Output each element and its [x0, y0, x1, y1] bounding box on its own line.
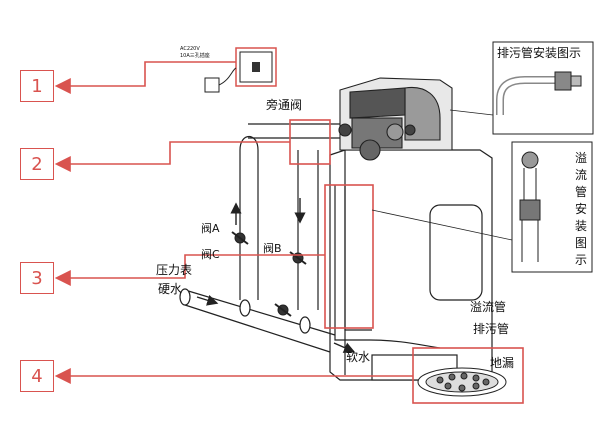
control-valve-head — [338, 77, 453, 161]
valve-b — [289, 251, 307, 265]
soft-water-label: 软水 — [346, 350, 371, 364]
floor-drain-label: 地漏 — [490, 356, 515, 370]
drain-install-inset — [492, 41, 594, 135]
callout-leaders — [54, 61, 413, 384]
drain-pipe-label: 排污管 — [473, 322, 510, 336]
callout-2: 2 — [20, 148, 54, 180]
outlet-spec-label: 10A三孔插座 — [180, 53, 210, 59]
bypass-valve-label: 旁通阀 — [266, 98, 303, 112]
hard-water-label: 硬水 — [158, 282, 183, 296]
callout-3: 3 — [20, 262, 54, 294]
flow-arrows — [196, 198, 356, 353]
valve-a — [231, 231, 249, 245]
callout-1: 1 — [20, 70, 54, 102]
overflow-install-title: 溢流管安装图示 — [574, 151, 587, 267]
plumbing-pipes — [179, 123, 441, 353]
power-outlet — [204, 47, 277, 93]
pressure-gauge-label: 压力表 — [156, 263, 193, 277]
overflow-pipe-label: 溢流管 — [470, 300, 507, 314]
softener-cabinet — [329, 149, 493, 381]
valve-a-label: 阀A — [201, 222, 220, 235]
callout-4: 4 — [20, 360, 54, 392]
overflow-install-inset — [371, 141, 593, 273]
valve-c — [274, 303, 292, 317]
valve-b-label: 阀B — [263, 242, 282, 255]
floor-drain — [417, 367, 507, 397]
valve-c-label: 阀C — [201, 248, 220, 261]
outlet-voltage-label: AC220V — [180, 46, 200, 52]
drain-install-title: 排污管安装图示 — [497, 46, 582, 60]
